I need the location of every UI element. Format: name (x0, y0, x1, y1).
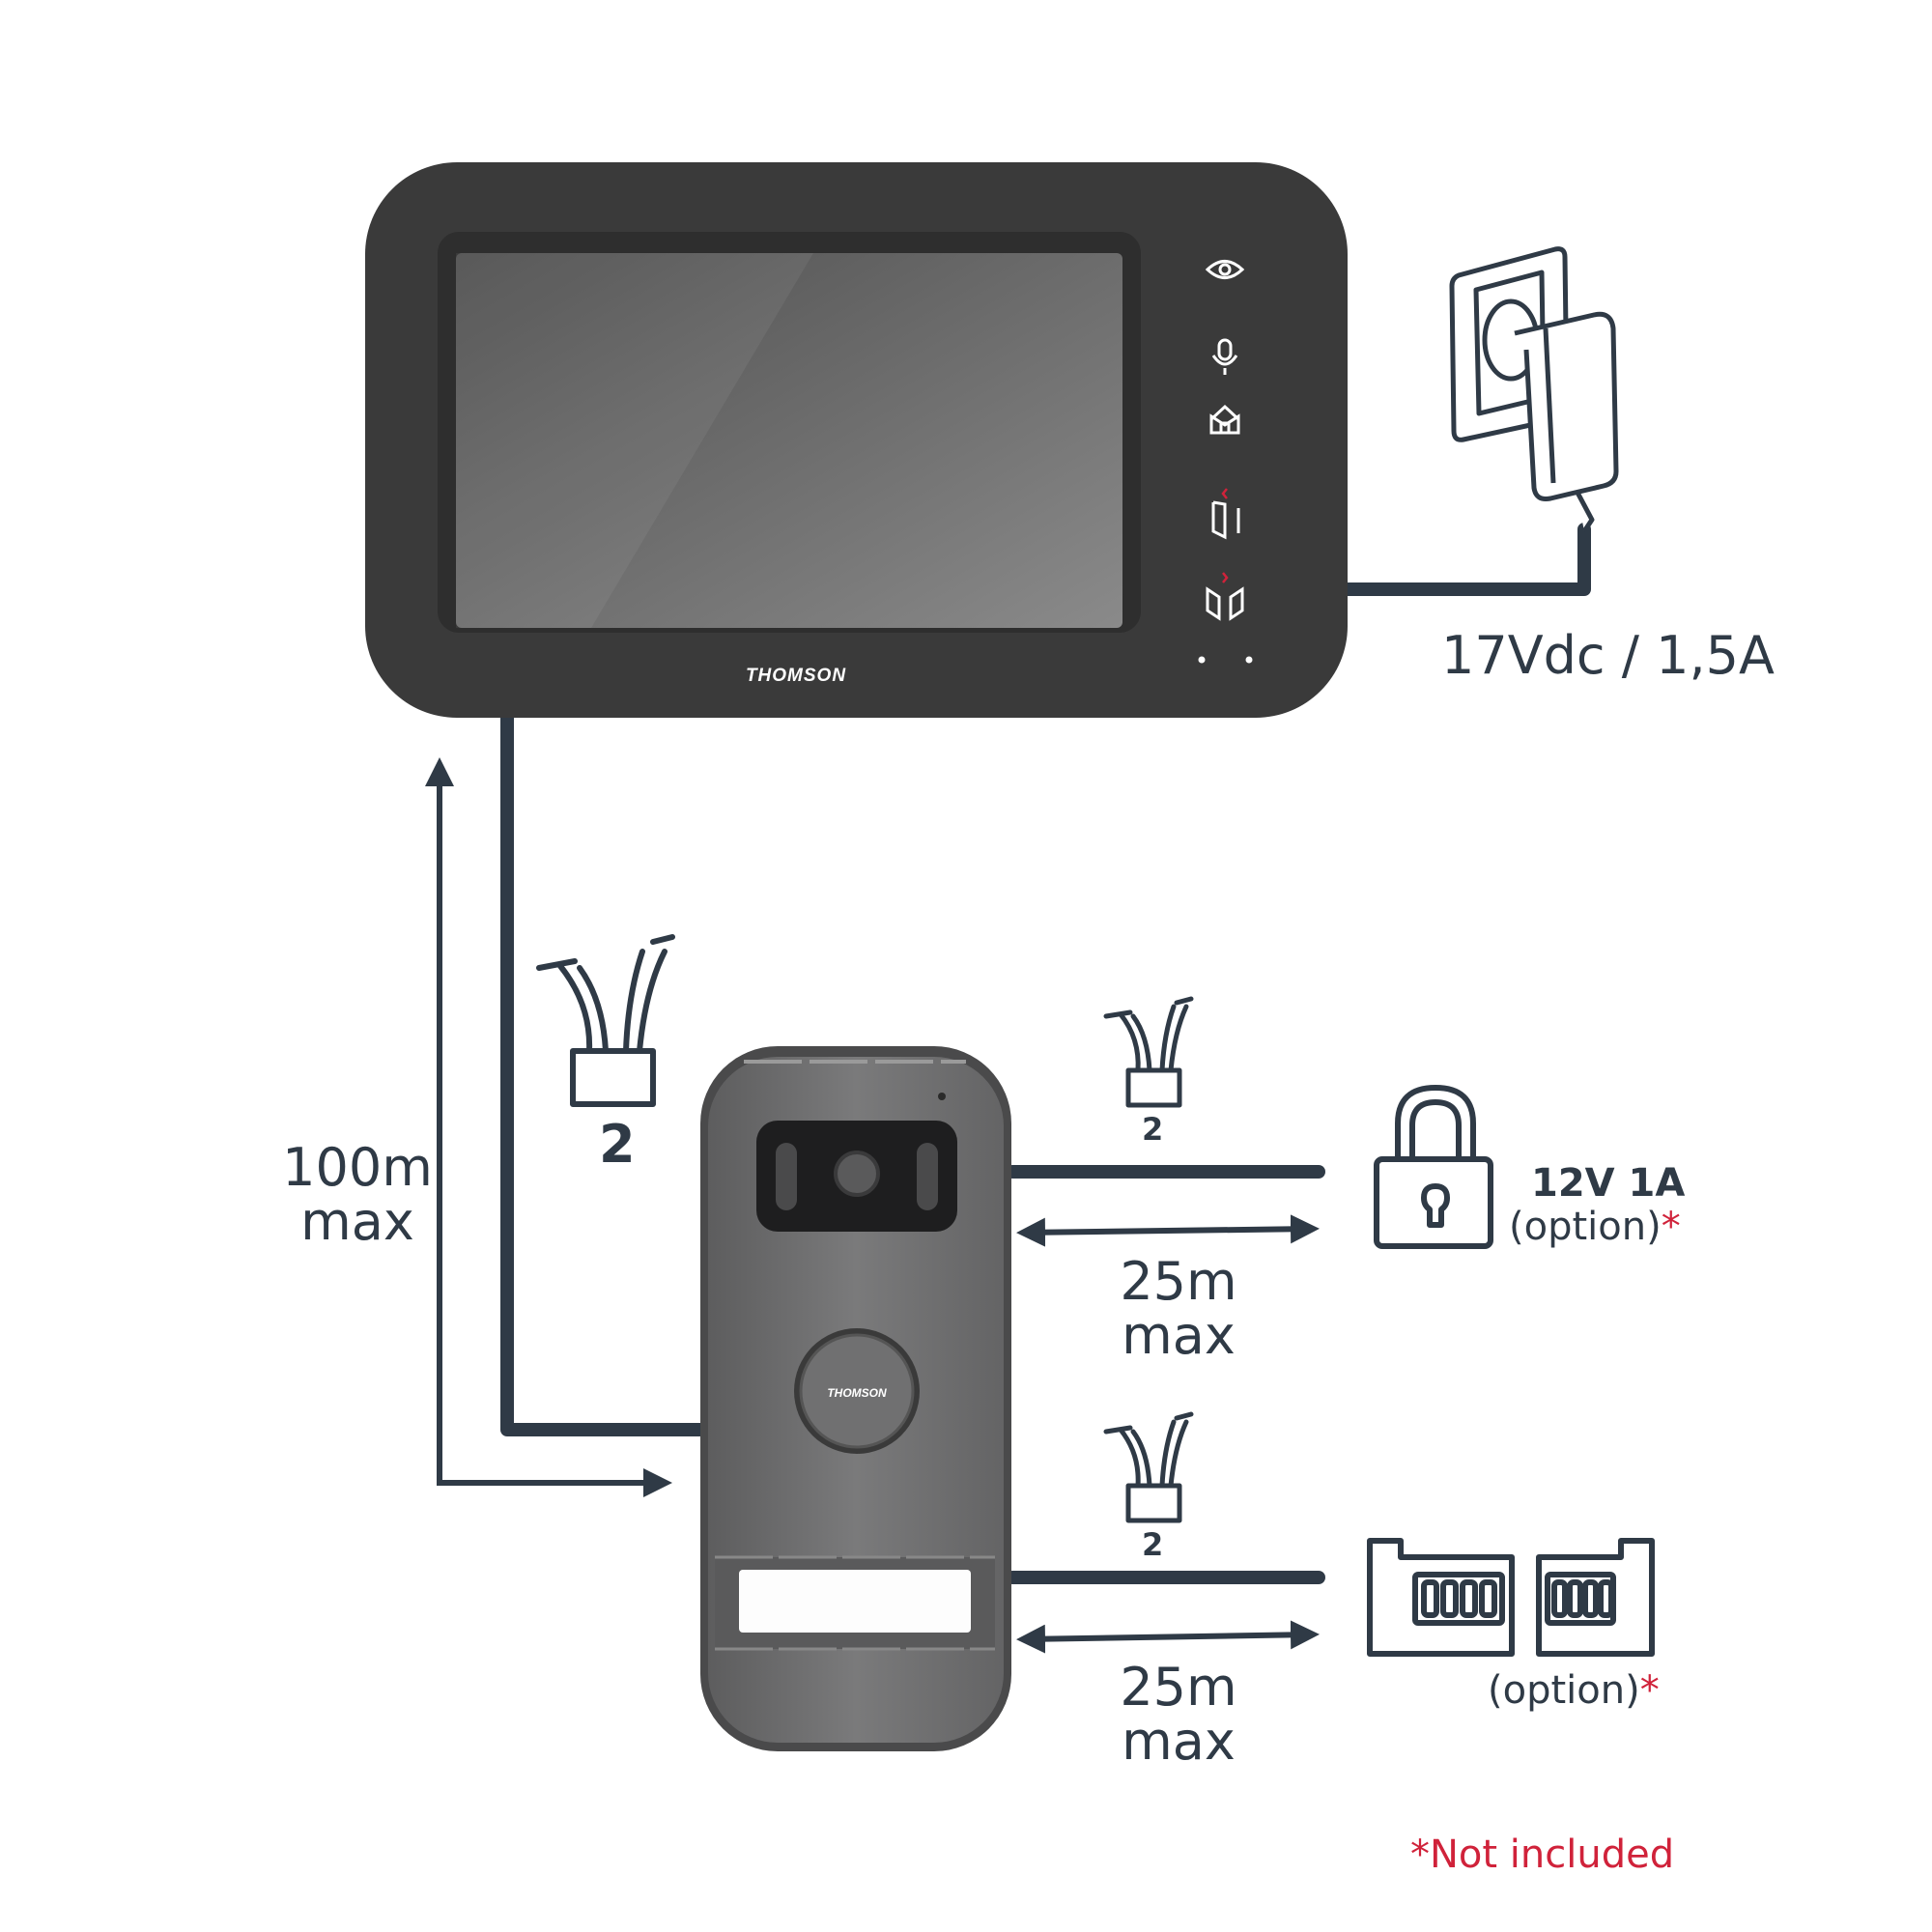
lock-option-text: (option) (1509, 1205, 1662, 1249)
lock-distance-value: 25m (1120, 1251, 1237, 1312)
microphone-icon[interactable] (1211, 338, 1238, 375)
monitor-wire-count: 2 (599, 1114, 636, 1175)
gate-distance-value: 25m (1120, 1657, 1237, 1718)
door-lock-icon[interactable] (1211, 488, 1240, 540)
camera-lens-icon (834, 1151, 880, 1197)
distance-arrows (425, 757, 1320, 1654)
doorbell-brand: THOMSON (827, 1386, 887, 1400)
outdoor-doorbell: THOMSON (700, 1046, 1011, 1751)
gate-option-label: (option)* (1488, 1671, 1660, 1710)
call-button[interactable] (799, 1333, 915, 1449)
indoor-monitor: THOMSON (365, 162, 1348, 718)
wire-bundle-icon-lock (1103, 996, 1194, 1108)
name-plate (739, 1570, 971, 1633)
lock-spec-label: 12V 1A (1531, 1161, 1686, 1206)
lock-distance-arrow (1016, 1214, 1320, 1247)
lock-distance-unit: max (1122, 1305, 1236, 1366)
home-icon[interactable] (1209, 404, 1240, 435)
lock-option-label: (option)* (1509, 1208, 1681, 1246)
power-adapter-icon (1449, 246, 1619, 533)
monitor-distance-arrow (425, 757, 672, 1497)
monitor-distance-value: 100m (282, 1137, 433, 1198)
monitor-distance-unit: max (300, 1191, 414, 1252)
gate-distance-label: 25m max (1101, 1662, 1256, 1768)
lock-option-asterisk: * (1661, 1205, 1681, 1249)
monitor-screen (456, 253, 1122, 628)
lock-distance-label: 25m max (1101, 1256, 1256, 1362)
footnote-asterisk: * (1410, 1833, 1430, 1877)
monitor-distance-label: 100m max (280, 1142, 435, 1248)
monitor-brand: THOMSON (746, 666, 846, 686)
gate-option-text: (option) (1488, 1668, 1640, 1713)
power-wire (1341, 523, 1591, 596)
eye-icon[interactable] (1205, 260, 1245, 279)
padlock-icon (1374, 1085, 1493, 1249)
gate-wire-count: 2 (1142, 1526, 1164, 1563)
wire-bundle-icon (536, 934, 675, 1107)
gate-opener-icon (1367, 1538, 1655, 1657)
gate-icon[interactable] (1206, 572, 1244, 621)
wire-bundle-icon-gate (1103, 1411, 1194, 1523)
gate-option-asterisk: * (1639, 1668, 1660, 1713)
lock-wire-count: 2 (1142, 1111, 1164, 1148)
footnote-text: Not included (1430, 1833, 1675, 1877)
footnote: *Not included (1410, 1835, 1674, 1874)
power-spec-label: 17Vdc / 1,5A (1441, 625, 1775, 686)
gate-distance-unit: max (1122, 1711, 1236, 1772)
gate-distance-arrow (1016, 1620, 1320, 1654)
